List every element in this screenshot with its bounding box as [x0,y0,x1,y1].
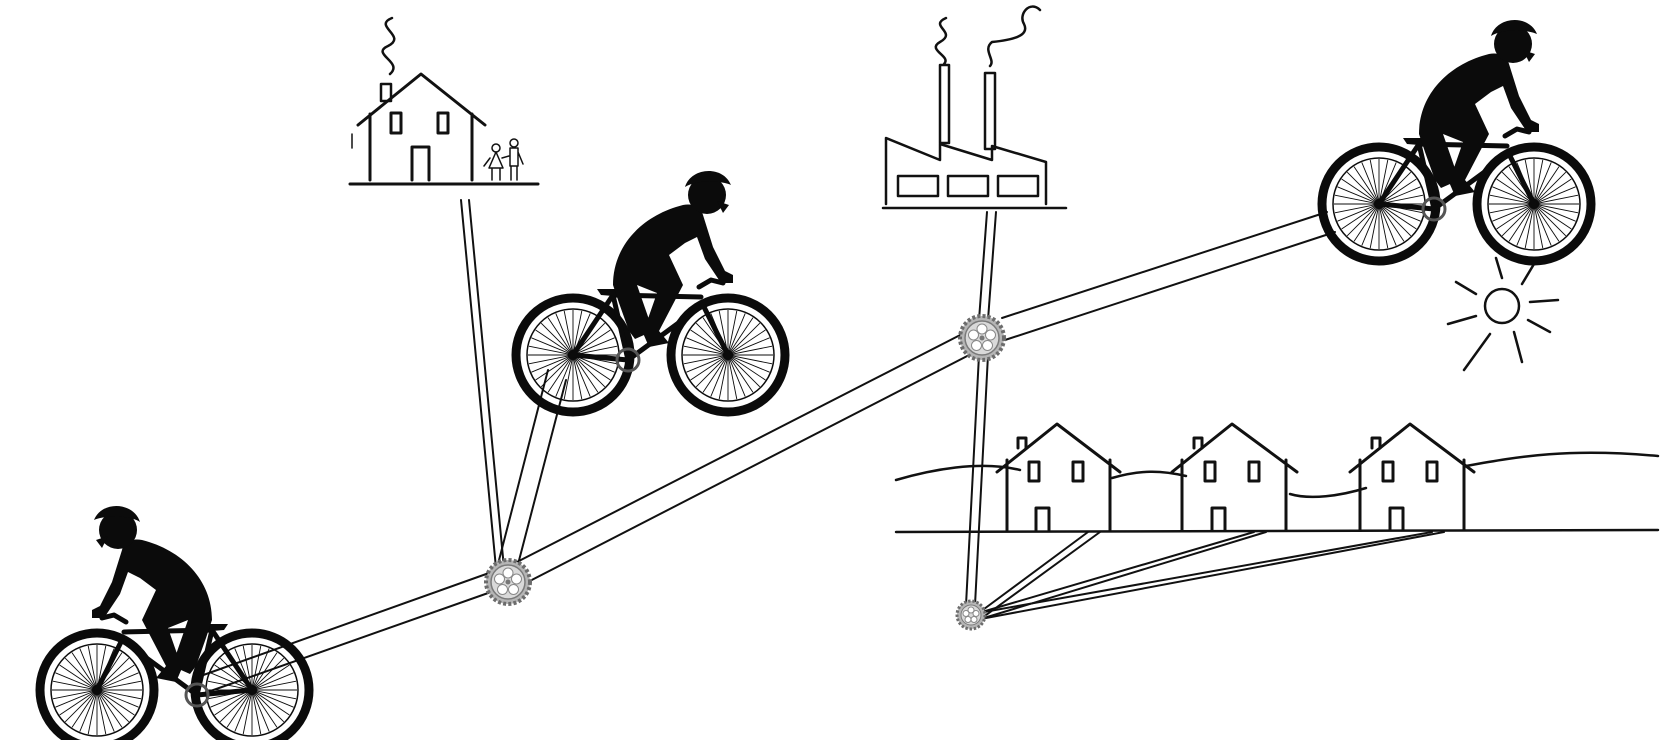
rod-gear-c-to-village-2 [981,531,1101,619]
cyclist-icon [516,171,785,412]
rod-gear-a-to-gear-b [514,330,969,564]
gear-icon [958,314,1006,362]
village-house-1 [995,422,1122,532]
rod-gear-a-to-house-2 [468,199,505,569]
rod-gear-b-to-cyclist-high [1001,211,1328,319]
house-with-family-icon [348,16,540,186]
rod-cyclist-low-to-gear-a-2 [201,585,509,695]
sun [1446,256,1560,372]
rod-gear-c-to-village-1 [979,531,1089,613]
rod-gear-b-to-gear-c [965,354,980,606]
gear-b [958,314,1006,362]
rod-cyclist-low-to-gear-a [194,567,504,679]
cyclist-icon [1322,20,1591,261]
rod-gear-a-to-gear-b-2 [521,351,976,586]
rod-gear-a-to-house [460,199,497,569]
family-house [348,16,540,186]
gear-a [484,558,532,606]
rod-gear-c-to-village-3 [981,531,1255,613]
family-figures [483,138,524,181]
rod-gear-b-to-cyclist-high-2 [1004,231,1336,341]
village-house-2 [1170,422,1299,532]
rod-gear-b-to-gear-c-2 [974,354,989,606]
rod-gear-b-to-factory-2 [987,211,997,321]
gear-c [955,599,987,631]
factory-icon [881,5,1068,210]
factory [881,5,1068,210]
gear-icon [955,599,987,631]
rod-gear-b-to-factory [978,211,988,321]
rod-gear-c-to-village-5 [983,531,1433,613]
village-house-3 [1348,422,1476,532]
cyclist-mid [516,171,785,412]
rod-gear-c-to-village-6 [985,531,1445,619]
cyclist-low [40,506,309,740]
houses-landscape-icon [894,422,1660,534]
village [894,422,1660,534]
cyclist-high [1322,20,1591,261]
sun-icon [1446,256,1560,372]
cyclist-icon [40,506,309,740]
connection-rods [194,199,1445,695]
gear-icon [484,558,532,606]
